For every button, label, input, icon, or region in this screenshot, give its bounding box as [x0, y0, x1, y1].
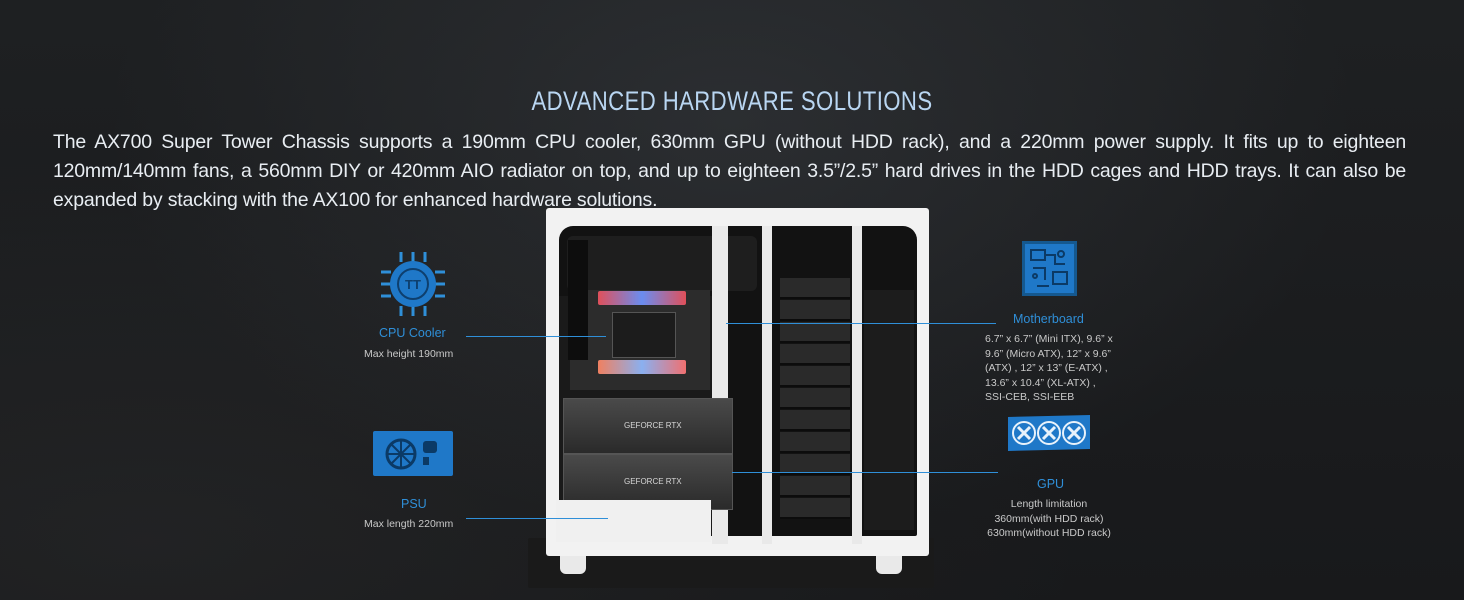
hdd-tray [780, 454, 850, 475]
power-supply-icon [373, 431, 453, 476]
motherboard-title: Motherboard [1013, 312, 1084, 326]
rear-panel [864, 290, 914, 530]
hdd-tray [780, 410, 850, 431]
hdd-tray [780, 366, 850, 387]
hdd-tray [780, 322, 850, 343]
cpu-callout-line [466, 336, 606, 337]
gpu-brand-label: GEFORCE RTX [624, 477, 682, 486]
motherboard-icon [1022, 241, 1077, 296]
cpu-block [612, 312, 676, 358]
motherboard-detail: 6.7” x 6.7” (Mini ITX), 9.6” x 9.6” (Mic… [985, 333, 1113, 403]
chassis-pillar [852, 226, 862, 544]
chassis-foot [876, 556, 902, 574]
chassis-foot [560, 556, 586, 574]
psu-callout-line [466, 518, 608, 519]
ram-stick [598, 360, 686, 374]
ram-stick [598, 291, 686, 305]
cpu-cooler-title: CPU Cooler [379, 326, 446, 340]
psu-detail: Max length 220mm [364, 518, 454, 530]
gpu-brand-label: GEFORCE RTX [624, 421, 682, 430]
description-text: The AX700 Super Tower Chassis supports a… [53, 131, 1406, 211]
gpu-detail: Length limitation 360mm(with HDD rack) 6… [987, 498, 1111, 539]
hdd-tray [780, 498, 850, 519]
cpu-chip-icon: TT [379, 250, 447, 318]
hdd-tray [780, 344, 850, 365]
svg-text:TT: TT [405, 277, 421, 292]
psu-title: PSU [401, 497, 427, 511]
gpu-title: GPU [1037, 477, 1065, 491]
gpu-fans-icon [1006, 413, 1092, 453]
hdd-tray [780, 278, 850, 299]
hdd-tray [780, 300, 850, 321]
hdd-tray [780, 476, 850, 497]
hdd-tray [780, 432, 850, 453]
hdd-cage [780, 278, 850, 540]
radiator-tube [568, 240, 588, 360]
gpu-callout-line [732, 472, 998, 473]
psu-shroud [556, 500, 711, 542]
hdd-tray [780, 388, 850, 409]
cpu-cooler-detail: Max height 190mm [364, 348, 454, 360]
graphics-card: GEFORCE RTX [563, 398, 733, 454]
page-title: ADVANCED HARDWARE SOLUTIONS [531, 86, 933, 116]
motherboard-callout-line [726, 323, 996, 324]
chassis-pillar [762, 226, 772, 544]
